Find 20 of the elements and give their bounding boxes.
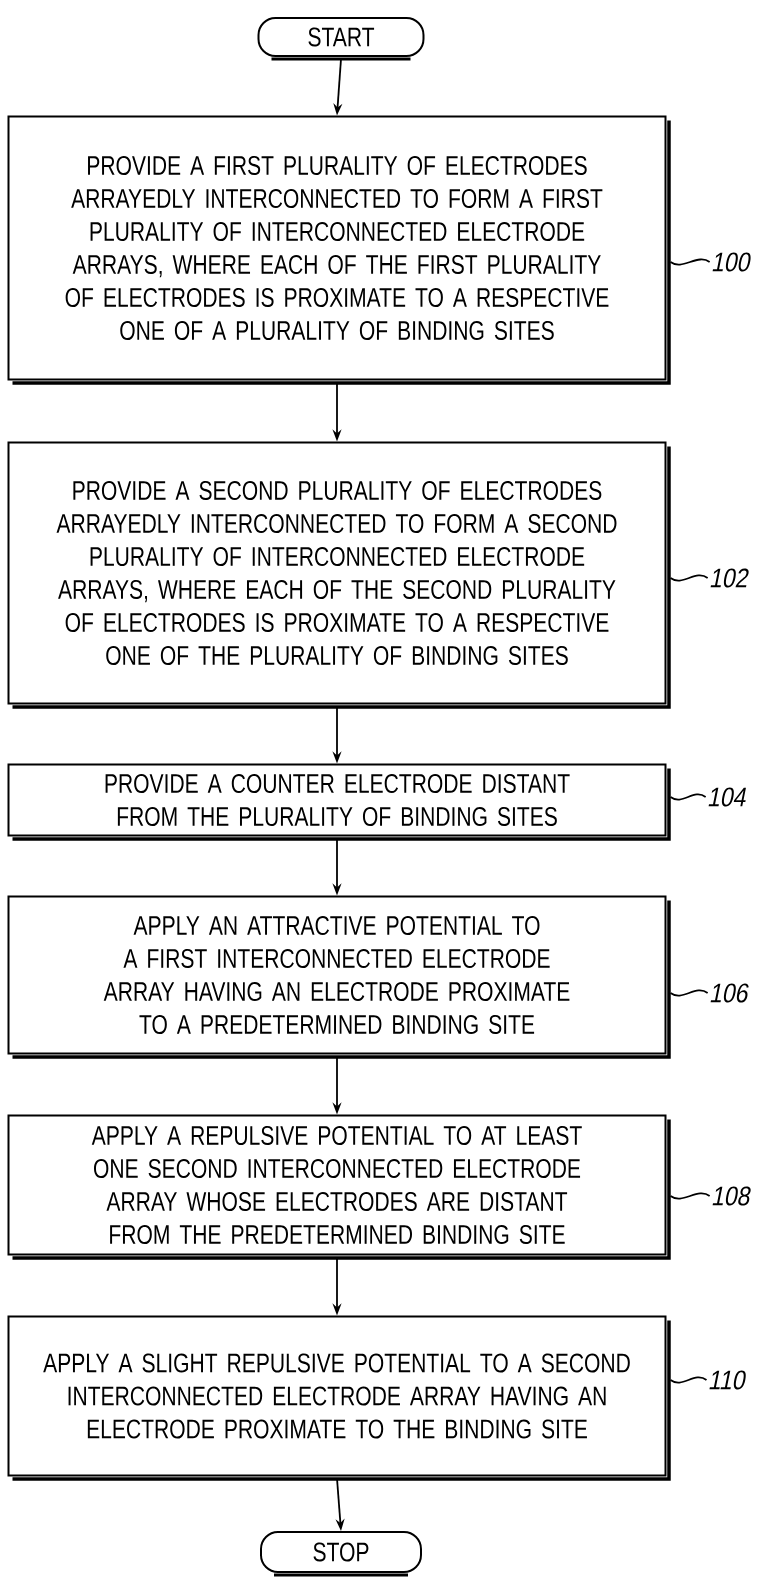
reference-number: 110 (709, 1370, 746, 1390)
terminal-box: STOP (260, 1531, 422, 1577)
process-box: APPLY A SLIGHT REPULSIVE POTENTIAL TO A SECOND INTERCONNECTED ELECTRODE ARRAY HAVING AN ELECTRODE PROXIMATE TO THE BINDING SITE (7, 1315, 671, 1481)
reference-number: 108 (712, 1186, 751, 1206)
process-box: APPLY AN ATTRACTIVE POTENTIAL TO A FIRST INTERCONNECTED ELECTRODE ARRAY HAVING AN ELECTRODE PROXIMATE TO A PREDETERMINED BINDING SITE (7, 895, 671, 1059)
process-box: PROVIDE A COUNTER ELECTRODE DISTANT FROM THE PLURALITY OF BINDING SITES (7, 763, 671, 841)
leader-line (669, 258, 711, 266)
terminal-box: START (257, 17, 425, 61)
process-box: APPLY A REPULSIVE POTENTIAL TO AT LEAST ONE SECOND INTERCONNECTED ELECTRODE ARRAY WHOSE ELECTRODES ARE DISTANT FROM THE PREDETERMINED BINDING SITE (7, 1114, 671, 1260)
reference-number: 100 (712, 252, 751, 272)
reference-number: 106 (710, 983, 749, 1003)
leader-line (669, 574, 709, 582)
leader-line (669, 1376, 708, 1384)
reference-number: 102 (710, 568, 749, 588)
leader-line (669, 1192, 711, 1200)
process-box: PROVIDE A FIRST PLURALITY OF ELECTRODES ARRAYEDLY INTERCONNECTED TO FORM A FIRST PLURALITY OF INTERCONNECTED ELECTRODE ARRAYS, WHERE EACH OF THE FIRST PLURALITY OF ELECTRODES IS PROXIMATE TO A RESPECTIVE ONE OF A PLURALITY OF BINDING SITES (7, 115, 671, 385)
process-box: PROVIDE A SECOND PLURALITY OF ELECTRODES ARRAYEDLY INTERCONNECTED TO FORM A SECOND PLURALITY OF INTERCONNECTED ELECTRODE ARRAYS, WHERE EACH OF THE SECOND PLURALITY OF ELECTRODES IS PROXIMATE TO A RESPECTIVE ONE OF THE PLURALITY OF BINDING SITES (7, 441, 671, 709)
leader-line (669, 793, 707, 801)
leader-line (669, 989, 709, 997)
reference-number: 104 (708, 787, 746, 807)
